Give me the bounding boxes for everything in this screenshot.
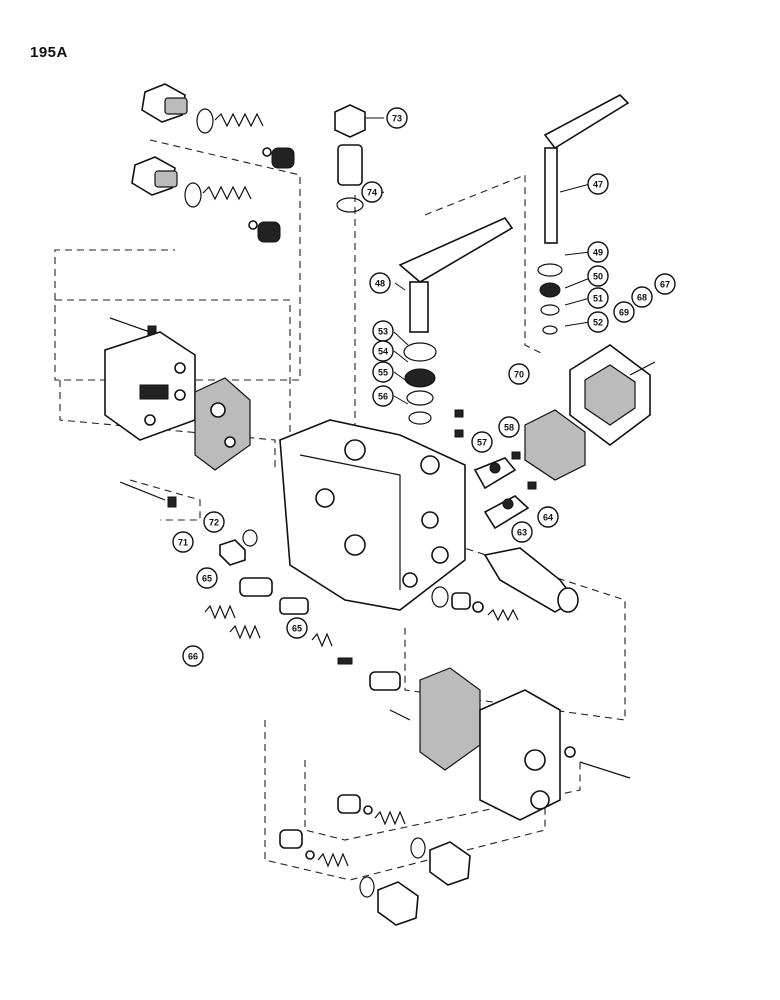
callout-50: 50 [587, 265, 609, 287]
callout-72: 72 [203, 511, 225, 533]
callout-label: 52 [593, 318, 603, 328]
callout-64: 64 [537, 506, 559, 528]
callout-label: 47 [593, 180, 603, 190]
callout-circle [372, 385, 394, 407]
callout-48: 48 [369, 272, 391, 294]
callout-label: 58 [504, 423, 514, 433]
callout-70: 70 [508, 363, 530, 385]
callout-circle [537, 506, 559, 528]
callout-circle [613, 301, 635, 323]
check-valves [204, 529, 411, 721]
callout-circle [587, 265, 609, 287]
callout-label: 53 [378, 327, 388, 337]
callout-52: 52 [587, 311, 609, 333]
callout-label: 57 [477, 438, 487, 448]
left-end-cover [104, 317, 196, 441]
right-cover-plate [569, 344, 656, 446]
callout-label: 73 [392, 114, 402, 124]
callout-49: 49 [587, 241, 609, 263]
callout-label: 72 [209, 518, 219, 528]
spool [431, 547, 579, 622]
callout-circle [587, 287, 609, 309]
callout-label: 68 [637, 293, 647, 303]
callout-circle [372, 340, 394, 362]
callout-55: 55 [372, 361, 394, 383]
callout-47: 47 [587, 173, 609, 195]
callout-label: 55 [378, 368, 388, 378]
callout-circle [286, 617, 308, 639]
leader-lines [364, 117, 591, 405]
top-plug [334, 104, 366, 213]
callout-circle [587, 241, 609, 263]
callout-label: 49 [593, 248, 603, 258]
callout-circle [508, 363, 530, 385]
callout-circle [182, 645, 204, 667]
callout-71: 71 [172, 531, 194, 553]
lower-gasket [419, 667, 481, 771]
right-gasket [524, 409, 586, 481]
callout-circle [369, 272, 391, 294]
callout-label: 69 [619, 308, 629, 318]
callout-circle [386, 107, 408, 129]
lower-end-cover [479, 689, 631, 821]
callout-label: 51 [593, 294, 603, 304]
callout-58: 58 [498, 416, 520, 438]
callout-53: 53 [372, 320, 394, 342]
rockers [454, 409, 537, 530]
callout-label: 67 [660, 280, 670, 290]
callout-54: 54 [372, 340, 394, 362]
callout-label: 65 [292, 624, 302, 634]
callout-65: 65 [286, 617, 308, 639]
callout-circle [471, 431, 493, 453]
callout-label: 48 [375, 279, 385, 289]
callout-circle [203, 511, 225, 533]
callout-56: 56 [372, 385, 394, 407]
lever-right [537, 94, 630, 335]
valve-body [279, 419, 466, 611]
callout-51: 51 [587, 287, 609, 309]
left-bolt [119, 481, 177, 508]
callout-circle [196, 567, 218, 589]
callout-circle [587, 311, 609, 333]
callout-69: 69 [613, 301, 635, 323]
callout-label: 66 [188, 652, 198, 662]
callout-73: 73 [386, 107, 408, 129]
callout-label: 71 [178, 538, 188, 548]
callout-label: 64 [543, 513, 553, 523]
relief-valve-lower [131, 156, 281, 243]
left-gasket [194, 377, 251, 471]
page-code: 195A [30, 44, 68, 61]
callout-66: 66 [182, 645, 204, 667]
lower-relief-valves [279, 794, 471, 926]
relief-valve-upper [141, 83, 295, 169]
callout-68: 68 [631, 286, 653, 308]
callout-circle [498, 416, 520, 438]
callout-label: 50 [593, 272, 603, 282]
callout-circle [511, 521, 533, 543]
callout-label: 70 [514, 370, 524, 380]
callout-label: 56 [378, 392, 388, 402]
callout-circle [654, 273, 676, 295]
callout-63: 63 [511, 521, 533, 543]
callout-circle [361, 181, 383, 203]
callout-65: 65 [196, 567, 218, 589]
callout-74: 74 [361, 181, 383, 203]
callout-circle [172, 531, 194, 553]
callout-label: 63 [517, 528, 527, 538]
callout-57: 57 [471, 431, 493, 453]
lever-left [398, 216, 514, 425]
callout-label: 65 [202, 574, 212, 584]
callout-label: 74 [367, 188, 377, 198]
callout-circle [587, 173, 609, 195]
callout-circle [372, 361, 394, 383]
callout-circle [631, 286, 653, 308]
callout-67: 67 [654, 273, 676, 295]
callout-label: 54 [378, 347, 388, 357]
